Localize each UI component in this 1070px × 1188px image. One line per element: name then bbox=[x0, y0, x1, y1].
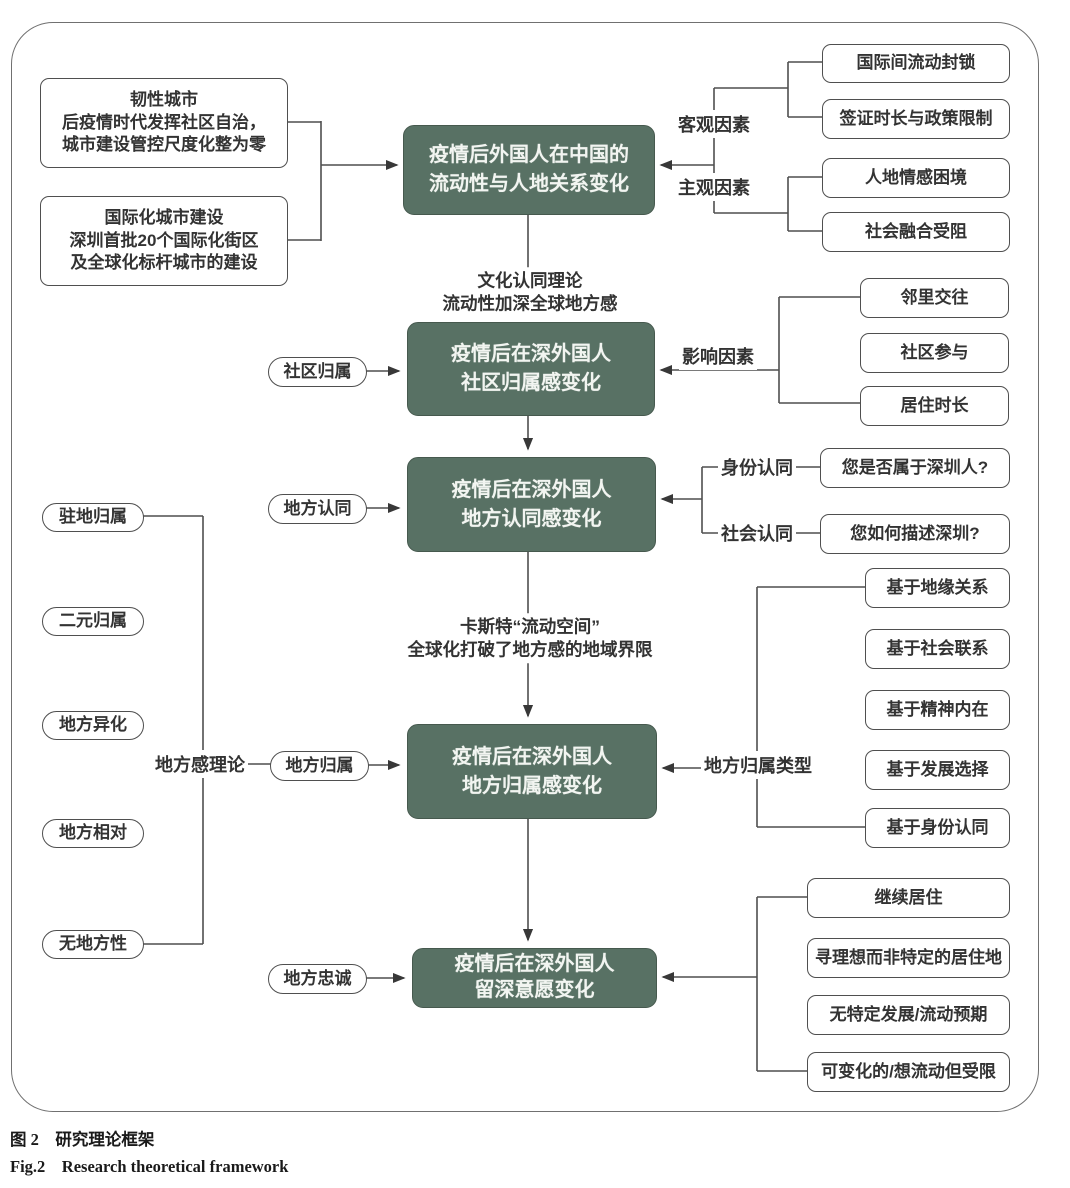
label-identity-recognition: 身份认同 bbox=[718, 453, 796, 481]
question-box-belong-to-shenzhen: 您是否属于深圳人? bbox=[820, 448, 1010, 488]
pill-placelessness: 无地方性 bbox=[42, 930, 144, 959]
pill-place-loyalty: 地方忠诚 bbox=[268, 964, 367, 994]
pill-dual-attachment: 二元归属 bbox=[42, 607, 144, 636]
type-box-social-connection: 基于社会联系 bbox=[865, 629, 1010, 669]
label-sense-of-place-theory: 地方感理论 bbox=[152, 750, 248, 778]
label-social-recognition: 社会认同 bbox=[718, 519, 796, 547]
flow-node-place-identity: 疫情后在深外国人 地方认同感变化 bbox=[407, 457, 656, 552]
flow-node-community-belonging: 疫情后在深外国人 社区归属感变化 bbox=[407, 322, 655, 416]
type-box-identity-recognition: 基于身份认同 bbox=[865, 808, 1010, 848]
label-influencing-factors: 影响因素 bbox=[679, 342, 757, 370]
input-box-international-city: 国际化城市建设 深圳首批20个国际化街区 及全球化标杆城市的建设 bbox=[40, 196, 288, 286]
type-box-spiritual-inner: 基于精神内在 bbox=[865, 690, 1010, 730]
outcome-box-no-specific-expectation: 无特定发展/流动预期 bbox=[807, 995, 1010, 1035]
pill-residence-attachment: 驻地归属 bbox=[42, 503, 144, 532]
flow-node-place-attachment: 疫情后在深外国人 地方归属感变化 bbox=[407, 724, 657, 819]
pill-place-identity: 地方认同 bbox=[268, 494, 367, 524]
factor-box-neighborhood-interaction: 邻里交往 bbox=[860, 278, 1009, 318]
flow-node-stay-intention: 疫情后在深外国人 留深意愿变化 bbox=[412, 948, 657, 1008]
pill-place-attachment: 地方归属 bbox=[270, 751, 369, 781]
question-box-describe-shenzhen: 您如何描述深圳? bbox=[820, 514, 1010, 554]
outcome-box-changeable-restricted-mobility: 可变化的/想流动但受限 bbox=[807, 1052, 1010, 1092]
factor-box-people-place-emotional-dilemma: 人地情感困境 bbox=[822, 158, 1010, 198]
diagram-outer-border bbox=[11, 22, 1039, 1112]
label-subjective-factors: 主观因素 bbox=[675, 173, 753, 201]
type-box-development-choice: 基于发展选择 bbox=[865, 750, 1010, 790]
factor-box-residence-duration: 居住时长 bbox=[860, 386, 1009, 426]
figure-caption-zh: 图 2 研究理论框架 bbox=[10, 1130, 155, 1149]
figure-caption-en: Fig.2 Research theoretical framework bbox=[10, 1157, 289, 1176]
annotation-castells-space-of-flows: 卡斯特“流动空间” 全球化打破了地方感的地域界限 bbox=[401, 613, 659, 663]
flow-node-mobility-change: 疫情后外国人在中国的 流动性与人地关系变化 bbox=[403, 125, 655, 215]
pill-place-alienation: 地方异化 bbox=[42, 711, 144, 740]
factor-box-international-mobility-lockdown: 国际间流动封锁 bbox=[822, 44, 1010, 83]
outcome-box-ideal-not-specific-residence: 寻理想而非特定的居住地 bbox=[807, 938, 1010, 978]
pill-place-relativity: 地方相对 bbox=[42, 819, 144, 848]
input-box-resilient-city: 韧性城市 后疫情时代发挥社区自治， 城市建设管控尺度化整为零 bbox=[40, 78, 288, 168]
factor-box-community-participation: 社区参与 bbox=[860, 333, 1009, 373]
pill-community-attachment: 社区归属 bbox=[268, 357, 367, 387]
label-objective-factors: 客观因素 bbox=[675, 110, 753, 138]
label-place-attachment-types: 地方归属类型 bbox=[701, 751, 815, 779]
factor-box-visa-policy-restrictions: 签证时长与政策限制 bbox=[822, 99, 1010, 139]
outcome-box-continue-residing: 继续居住 bbox=[807, 878, 1010, 918]
factor-box-social-integration-blocked: 社会融合受阻 bbox=[822, 212, 1010, 252]
annotation-cultural-identity-theory: 文化认同理论 流动性加深全球地方感 bbox=[436, 267, 624, 317]
type-box-geographic-relation: 基于地缘关系 bbox=[865, 568, 1010, 608]
